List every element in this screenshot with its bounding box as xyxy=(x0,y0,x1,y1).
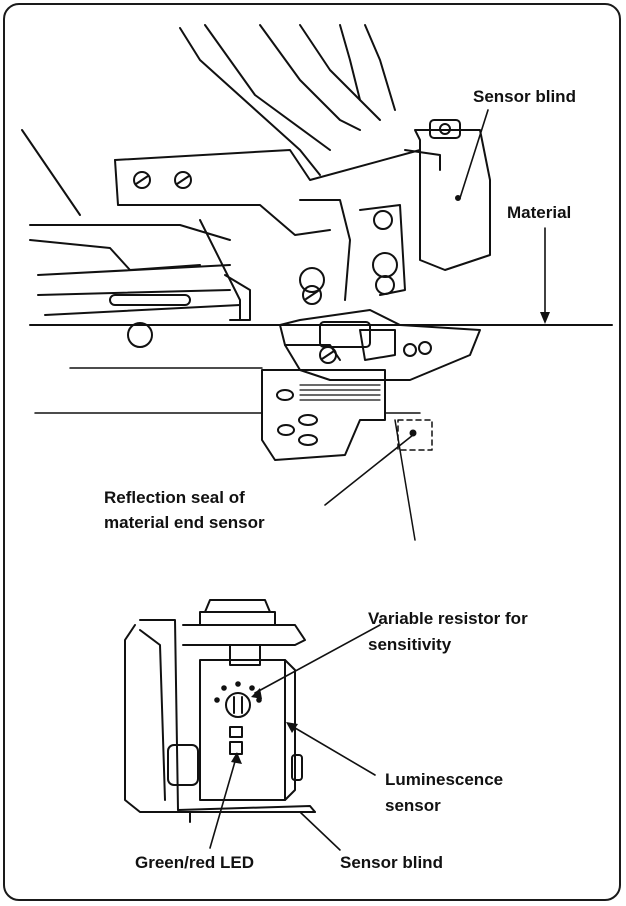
label-luminescence-line2: sensor xyxy=(385,796,441,815)
label-luminescence-line1: Luminescence xyxy=(385,770,504,789)
machine-head-drawing xyxy=(21,24,613,541)
label-sensor-blind-bottom: Sensor blind xyxy=(340,853,443,872)
label-material: Material xyxy=(507,203,572,222)
label-variable-resistor-line1: Variable resistor for xyxy=(368,609,528,628)
label-variable-resistor-line2: sensitivity xyxy=(368,635,452,654)
leader-lines xyxy=(209,109,550,851)
label-green-red-led: Green/red LED xyxy=(135,853,255,872)
figure-frame xyxy=(3,3,621,901)
label-reflection-seal-line1: Reflection seal of xyxy=(104,488,245,507)
sensor-unit-drawing xyxy=(124,599,316,823)
label-reflection-seal-line2: material end sensor xyxy=(104,513,265,532)
label-sensor-blind-top: Sensor blind xyxy=(473,87,576,106)
